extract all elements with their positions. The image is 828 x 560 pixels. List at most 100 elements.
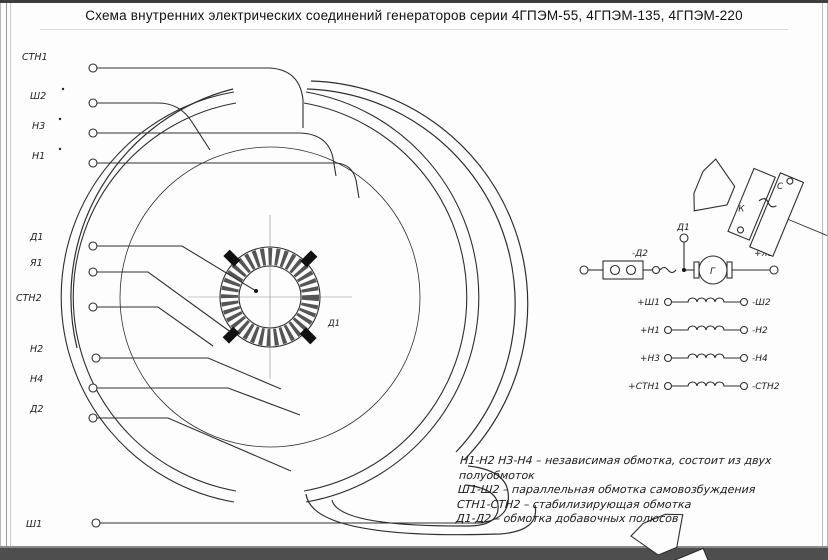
brush-symbol bbox=[693, 261, 700, 279]
terminal-circle bbox=[663, 353, 673, 363]
frame-left-rule bbox=[6, 3, 11, 548]
polarity-dot bbox=[61, 87, 65, 91]
junction-dot bbox=[230, 331, 234, 335]
terminal-circle bbox=[663, 325, 673, 335]
junction-dot bbox=[682, 268, 686, 272]
terminal-circle bbox=[739, 325, 749, 335]
ya1-label: +Я1 bbox=[754, 249, 774, 259]
coil-symbol bbox=[672, 381, 740, 387]
terminal-circle bbox=[88, 267, 98, 277]
coil-symbol bbox=[672, 353, 740, 359]
coil-left-label: +Ш1 bbox=[637, 298, 660, 308]
generator-symbol bbox=[698, 255, 728, 285]
terminal-label: Ш2 bbox=[30, 91, 46, 102]
wire bbox=[97, 67, 304, 128]
brush-symbol bbox=[726, 261, 733, 279]
commutator: Д1 bbox=[188, 215, 352, 379]
coil-right-label: -Н2 bbox=[752, 326, 768, 336]
terminal-sh1: Ш1 bbox=[26, 518, 478, 530]
terminal-n2: Н2 bbox=[30, 344, 282, 390]
coil-symbol bbox=[672, 297, 740, 303]
pole-shoe bbox=[693, 158, 736, 212]
terminal-label: Ш1 bbox=[26, 519, 42, 530]
terminal-circle bbox=[739, 297, 749, 307]
terminal-circle bbox=[88, 63, 98, 73]
legend-line-independent: Н1-Н2 Н3-Н4 – независимая обмотка, состо… bbox=[458, 454, 773, 482]
terminal-circle bbox=[88, 128, 98, 138]
terminal-circle-d2 bbox=[651, 265, 661, 275]
commutator-segments bbox=[221, 248, 319, 346]
terminal-label: Н2 bbox=[30, 344, 43, 355]
terminal-label: Д2 bbox=[29, 404, 43, 415]
wire bbox=[97, 271, 233, 334]
terminal-circle bbox=[88, 158, 98, 168]
wire bbox=[97, 306, 214, 347]
wire bbox=[97, 132, 337, 177]
pole-jumper-wire bbox=[758, 198, 777, 208]
commutator-d1-label: Д1 bbox=[327, 319, 340, 329]
coil-left-label: +СТН1 bbox=[628, 382, 660, 392]
junction-dot bbox=[254, 289, 258, 293]
terminal-stn2: СТН2 bbox=[16, 293, 214, 347]
frame-top-rule bbox=[0, 0, 828, 3]
terminal-stn1: СТН1 bbox=[22, 52, 304, 128]
wire bbox=[659, 266, 677, 274]
pole-assembly: Н3 К3 bbox=[630, 513, 713, 560]
pole-winding-box-inner bbox=[639, 547, 713, 560]
coil-right-label: -Н4 bbox=[752, 354, 768, 364]
machine-yoke bbox=[60, 91, 480, 503]
brush bbox=[222, 326, 240, 344]
terminal-n3: Н3 bbox=[32, 117, 337, 177]
wire bbox=[97, 102, 211, 151]
terminal-circle bbox=[663, 381, 673, 391]
pole-winding-label: С bbox=[777, 182, 783, 192]
brush bbox=[299, 327, 317, 345]
interpole-winding-box bbox=[602, 260, 644, 280]
terminal-label: Я1 bbox=[29, 258, 43, 269]
terminal-circle bbox=[739, 381, 749, 391]
brush bbox=[300, 250, 318, 268]
coil-right-label: -Ш2 bbox=[752, 298, 771, 308]
equivalent-circuit: -Д2 Д1 Г +Я1 +Ш1 -Ш2 bbox=[579, 223, 780, 392]
pole-terminal bbox=[736, 226, 745, 234]
terminal-label: СТН2 bbox=[16, 293, 42, 304]
left-terminals: СТН1 Ш2 Н3 Н1 bbox=[16, 52, 478, 530]
terminal-d2: Д2 bbox=[29, 404, 292, 472]
legend-line-shunt: Ш1-Ш2 – параллельная обмотка самовозбужд… bbox=[457, 483, 756, 496]
terminal-sh2: Ш2 bbox=[30, 87, 211, 151]
terminal-label: Н1 bbox=[32, 151, 45, 162]
coil-symbol bbox=[672, 325, 740, 331]
terminal-label: Д1 bbox=[29, 232, 43, 243]
coil-row-n12: +Н1 -Н2 bbox=[640, 325, 768, 336]
terminal-circle bbox=[88, 413, 98, 423]
brushes bbox=[222, 249, 318, 345]
pole-assembly: С К bbox=[693, 158, 828, 258]
terminal-ya1: Я1 bbox=[29, 258, 234, 335]
terminal-circle bbox=[663, 297, 673, 307]
terminal-circle bbox=[579, 265, 589, 275]
terminal-circle-d1 bbox=[679, 233, 689, 243]
coil-row-n34: +Н3 -Н4 bbox=[640, 353, 768, 364]
terminal-circle bbox=[91, 518, 101, 528]
d1-label: Д1 bbox=[676, 223, 690, 233]
terminal-circle bbox=[88, 241, 98, 251]
wire bbox=[97, 387, 301, 416]
wire bbox=[97, 162, 360, 199]
terminal-circle bbox=[91, 353, 101, 363]
legend-line-stabilizing: СТН1-СТН2 – стабилизирующая обмотка bbox=[456, 497, 692, 511]
brush bbox=[223, 249, 241, 267]
d2-label: -Д2 bbox=[632, 249, 648, 259]
terminal-circle bbox=[88, 383, 98, 393]
wire bbox=[100, 357, 282, 390]
wire-bundles bbox=[70, 80, 537, 536]
diagram-title: Схема внутренних электрических соединени… bbox=[40, 8, 788, 30]
terminal-n4: Н4 bbox=[30, 374, 301, 416]
pole-shoe bbox=[630, 513, 684, 556]
pole-winding-box-inner bbox=[727, 167, 777, 241]
pole-winding-box-outer bbox=[749, 172, 805, 258]
terminal-label: Н3 bbox=[32, 121, 45, 132]
wire bbox=[97, 417, 292, 472]
polarity-dot bbox=[58, 117, 62, 121]
generator-label: Г bbox=[710, 267, 716, 277]
